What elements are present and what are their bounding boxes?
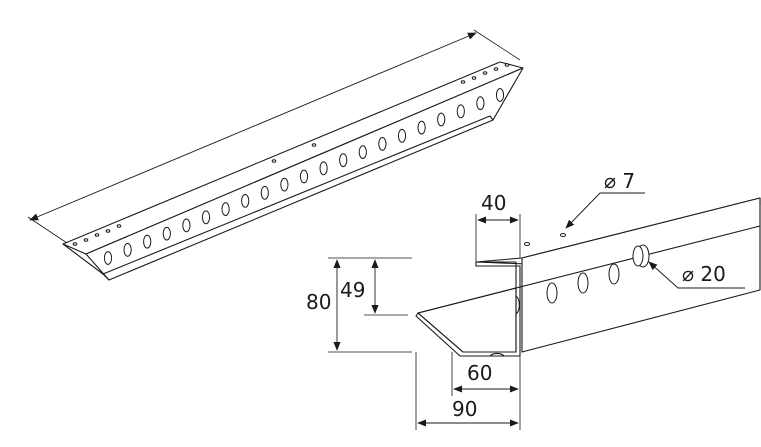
profile-section-hole-cut	[515, 295, 520, 315]
rail-hole	[299, 169, 309, 184]
rail-hole	[437, 112, 446, 127]
base-inner-label: 60	[467, 361, 492, 385]
small-hole	[271, 159, 277, 163]
rail-length-dimension-line	[29, 32, 477, 221]
rail-hole	[201, 210, 211, 225]
base-total-label: 90	[452, 397, 477, 421]
profile-cross-section	[417, 261, 517, 353]
rail-hole	[123, 242, 132, 257]
rail-hole	[319, 161, 328, 176]
rail-hole	[378, 137, 387, 151]
height-inner-label: 49	[340, 278, 365, 302]
small-hole	[105, 229, 111, 233]
rail-hole	[358, 145, 367, 160]
height-total-label: 80	[306, 290, 331, 314]
rail-hole	[417, 120, 426, 135]
rail-small-holes	[72, 63, 510, 246]
rail-hole	[103, 251, 113, 265]
rail-top-flange	[62, 61, 524, 255]
small-hole	[493, 67, 499, 71]
rail-hole	[456, 104, 465, 119]
rail-hole	[397, 128, 407, 143]
small-hole	[482, 71, 488, 75]
profile-floor-hole-cut	[489, 352, 505, 357]
long-rail	[27, 29, 524, 281]
rail-hole	[241, 194, 250, 208]
small-hole	[504, 63, 510, 67]
rail-hole	[280, 177, 289, 192]
profile-section-view: 40 ⌀ 7 ⌀ 20 80 49 60 90	[306, 169, 761, 430]
rail-hole	[143, 234, 152, 249]
small-hole	[471, 76, 477, 80]
profile-side-web	[521, 197, 761, 353]
rail-hole	[162, 226, 171, 241]
rail-hole	[260, 185, 269, 200]
web-hole	[546, 282, 558, 304]
rail-hole	[495, 88, 505, 102]
small-hole	[116, 224, 122, 228]
small-hole	[311, 143, 317, 147]
hole-large-leader	[648, 261, 745, 289]
web-hole	[608, 263, 620, 285]
rail-length-extension-right	[473, 29, 521, 61]
hole-small-label: ⌀ 7	[604, 169, 635, 193]
rail-hole	[221, 202, 230, 217]
flange-small-hole	[524, 242, 530, 246]
rail-hole	[182, 218, 191, 233]
profile-floor-edge	[417, 225, 761, 314]
hole-large-label: ⌀ 20	[682, 262, 726, 286]
small-hole	[83, 238, 89, 242]
rail-large-holes	[103, 88, 505, 265]
rail-hole	[339, 153, 348, 168]
small-hole	[94, 233, 100, 237]
small-hole	[460, 80, 466, 84]
web-hole	[632, 245, 644, 267]
rail-bottom-lip	[102, 115, 494, 275]
profile-inner-floor	[417, 287, 517, 353]
hole-small-leader	[565, 192, 645, 229]
small-hole	[72, 242, 78, 246]
web-hole	[577, 272, 589, 294]
flange-width-label: 40	[481, 191, 506, 215]
rail-length-extension-left	[27, 216, 71, 246]
rail-hole	[476, 96, 485, 111]
flange-small-hole	[560, 233, 566, 237]
